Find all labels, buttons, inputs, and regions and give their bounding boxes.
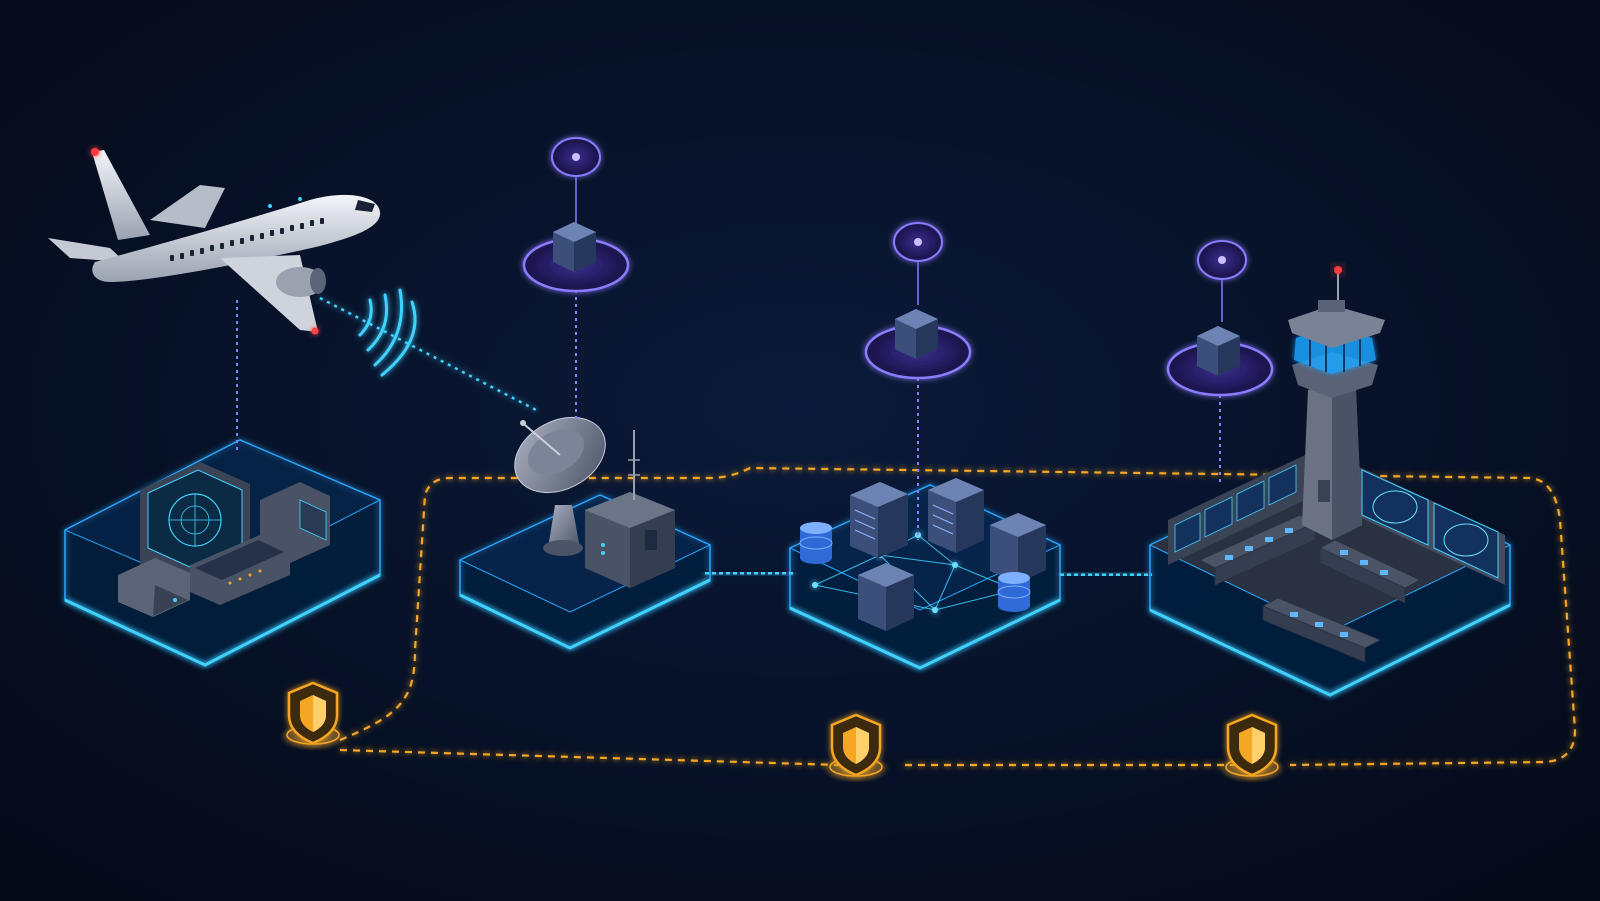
server-cluster-icon: [799, 478, 1046, 631]
database-icon: [997, 572, 1031, 612]
control-tower-icon: [1288, 266, 1385, 540]
operations-room-icon: [1168, 455, 1505, 663]
server-rack: [990, 513, 1046, 583]
equipment-shelter-icon: [585, 430, 675, 588]
radio-waves-icon: [358, 288, 417, 377]
server-rack: [850, 482, 908, 558]
server-node-icon: [1197, 326, 1240, 376]
security-shield: [1218, 713, 1286, 783]
server-rack: [928, 478, 984, 553]
radar-display: [1361, 469, 1499, 579]
platform-links: [705, 571, 1152, 577]
server-rack: [858, 563, 914, 631]
security-shield: [279, 681, 347, 751]
network-node: [1166, 240, 1274, 485]
satellite-dish-icon: [514, 416, 606, 556]
server-node-icon: [895, 309, 938, 359]
shield-icon: [830, 713, 882, 777]
window-row: [170, 218, 324, 261]
database-icon: [799, 522, 833, 564]
shield-icon: [1226, 713, 1278, 777]
wall-display: [1174, 464, 1297, 553]
server-node-icon: [553, 222, 596, 272]
security-shield: [822, 713, 890, 783]
shield-icon: [287, 681, 339, 745]
console-screens: [1225, 528, 1388, 637]
aircraft-dish-datalink: [319, 296, 541, 414]
airplane-icon: [48, 148, 381, 335]
network-node: [522, 137, 630, 420]
network-node: [864, 222, 972, 540]
secure-perimeter-path: [339, 466, 1577, 767]
avionics-equipment-icon: [118, 462, 330, 617]
